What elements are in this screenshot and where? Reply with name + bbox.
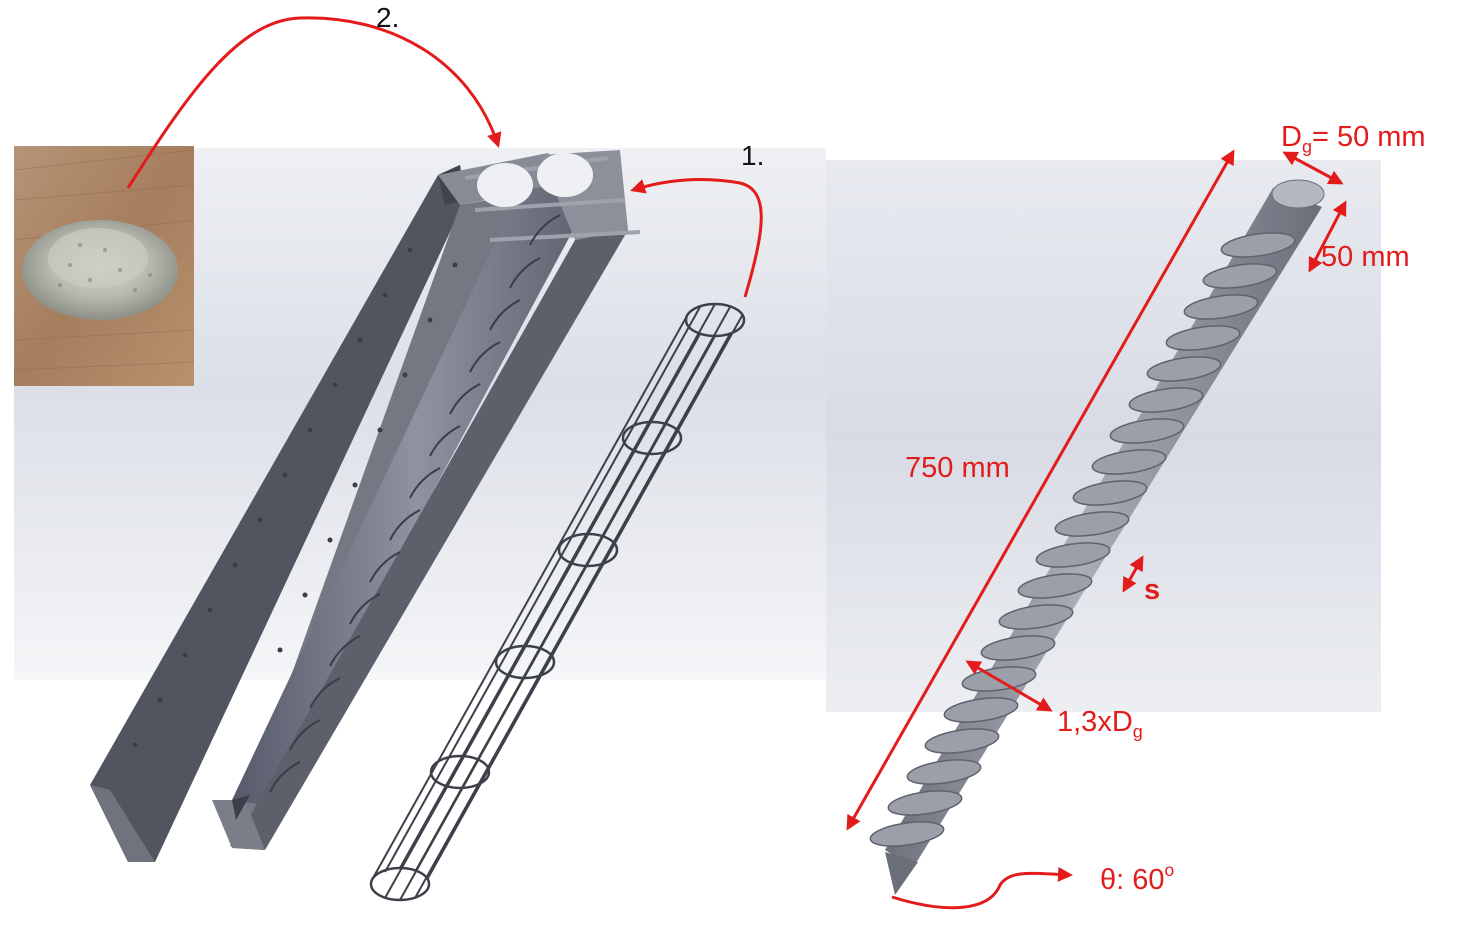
- step1-arrow: [630, 177, 763, 298]
- tip-angle-arrow: [891, 866, 1073, 910]
- angle-degree: o: [1164, 860, 1175, 880]
- pitch-label: 50 mm: [1321, 241, 1410, 273]
- annotation-arrows: [126, 16, 1347, 910]
- tip-angle-label: θ: 60o: [1100, 860, 1174, 897]
- step2-label: 2.: [376, 2, 400, 33]
- step2-arrow: [126, 16, 502, 189]
- helix-diameter-dimension-arrow: [965, 660, 1053, 712]
- step1-label: 1.: [741, 140, 765, 171]
- angle-text: θ: 60: [1100, 864, 1165, 897]
- helix-subscript: g: [1132, 721, 1143, 742]
- helix-prefix: 1,3xD: [1057, 706, 1133, 738]
- length-label: 750 mm: [905, 452, 1010, 484]
- aggregate-pile-photo-icon: [13, 146, 195, 386]
- dg-value: = 50 mm: [1311, 121, 1426, 153]
- steel-mold-icon: [90, 150, 641, 862]
- spacing-label: s: [1144, 574, 1161, 606]
- dg-subscript: g: [1301, 136, 1312, 157]
- dg-symbol: D: [1281, 121, 1302, 153]
- spacing-dimension-arrow: [1122, 555, 1144, 593]
- diameter-dimension-arrow: [1282, 151, 1344, 185]
- reinforcement-cage-icon: [369, 302, 746, 902]
- pitch-dimension-arrow: [1308, 200, 1347, 273]
- diameter-label: Dg= 50 mm: [1281, 121, 1426, 157]
- length-dimension-arrow: [846, 149, 1235, 831]
- helix-diameter-label: 1,3xDg: [1057, 706, 1143, 742]
